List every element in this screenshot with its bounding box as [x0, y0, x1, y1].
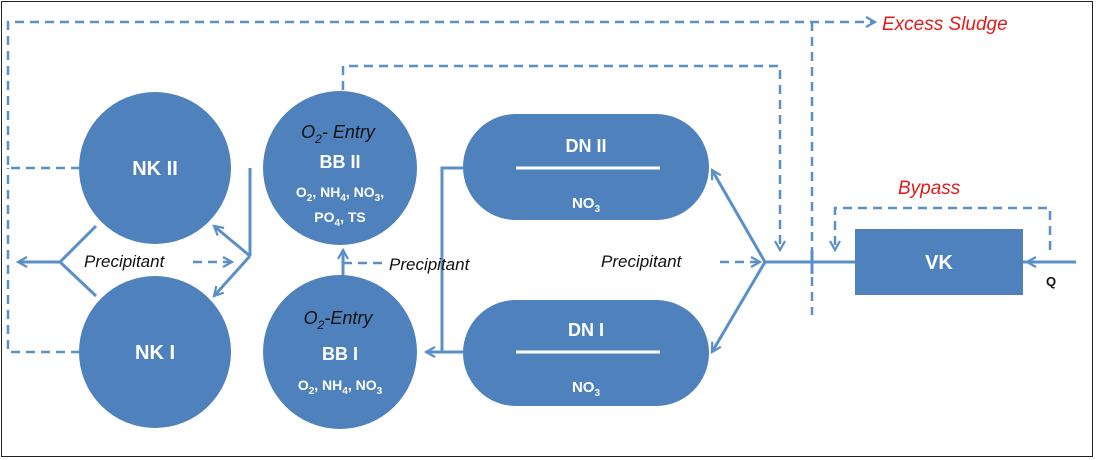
nk1-return-line	[6, 168, 80, 354]
bb1-tank: O2-Entry BB I O2, NH4, NO3	[263, 275, 417, 429]
dn1-chemical: NO3	[572, 379, 601, 399]
dn2-title: DN II	[565, 136, 606, 156]
nk2-tank: NK II	[79, 92, 231, 244]
flow-to-dn2-arrow	[710, 170, 767, 263]
dn1-tank: DN I NO3	[463, 300, 709, 406]
flow-to-nk2-arrow	[214, 226, 251, 258]
q-label: Q	[1046, 274, 1056, 289]
nk-outflow-lower-line	[58, 260, 98, 298]
dn2-to-bb1-line	[440, 166, 463, 352]
bypass-line	[835, 206, 1052, 250]
bb2-title: BB II	[319, 152, 360, 172]
flow-to-dn1-arrow	[710, 261, 767, 352]
nk1-tank: NK I	[79, 276, 231, 428]
precipitant-label-left: Precipitant	[84, 252, 166, 271]
bb2-parameters-line1: O2, NH4, NO3,	[296, 184, 384, 204]
nk1-title: NK I	[135, 342, 175, 364]
bb2-tank: O2- Entry BB II O2, NH4, NO3, PO4, TS	[263, 91, 417, 245]
bb1-entry-label: O2-Entry	[304, 308, 374, 332]
flow-to-nk1-arrow	[214, 254, 252, 296]
dn2-tank: DN II NO3	[463, 114, 709, 220]
vk-tank: VK	[855, 229, 1023, 295]
vk-title: VK	[925, 252, 953, 274]
bypass-label: Bypass	[898, 178, 961, 199]
dn2-chemical: NO3	[572, 195, 601, 215]
nk-outflow-upper-line	[58, 224, 98, 264]
nk2-title: NK II	[132, 158, 178, 180]
excess-sludge-return-line	[6, 22, 875, 170]
precipitant-label-right: Precipitant	[601, 252, 683, 271]
dn1-title: DN I	[568, 320, 604, 340]
bb2-return-line	[341, 64, 780, 250]
precipitant-label-mid: Precipitant	[389, 255, 471, 274]
bb1-title: BB I	[322, 344, 358, 364]
excess-sludge-label: Excess Sludge	[882, 14, 1008, 35]
bb2-parameters-line2: PO4, TS	[314, 209, 365, 229]
bb1-parameters-line1: O2, NH4, NO3	[298, 377, 383, 397]
bb2-entry-label: O2- Entry	[301, 122, 376, 146]
